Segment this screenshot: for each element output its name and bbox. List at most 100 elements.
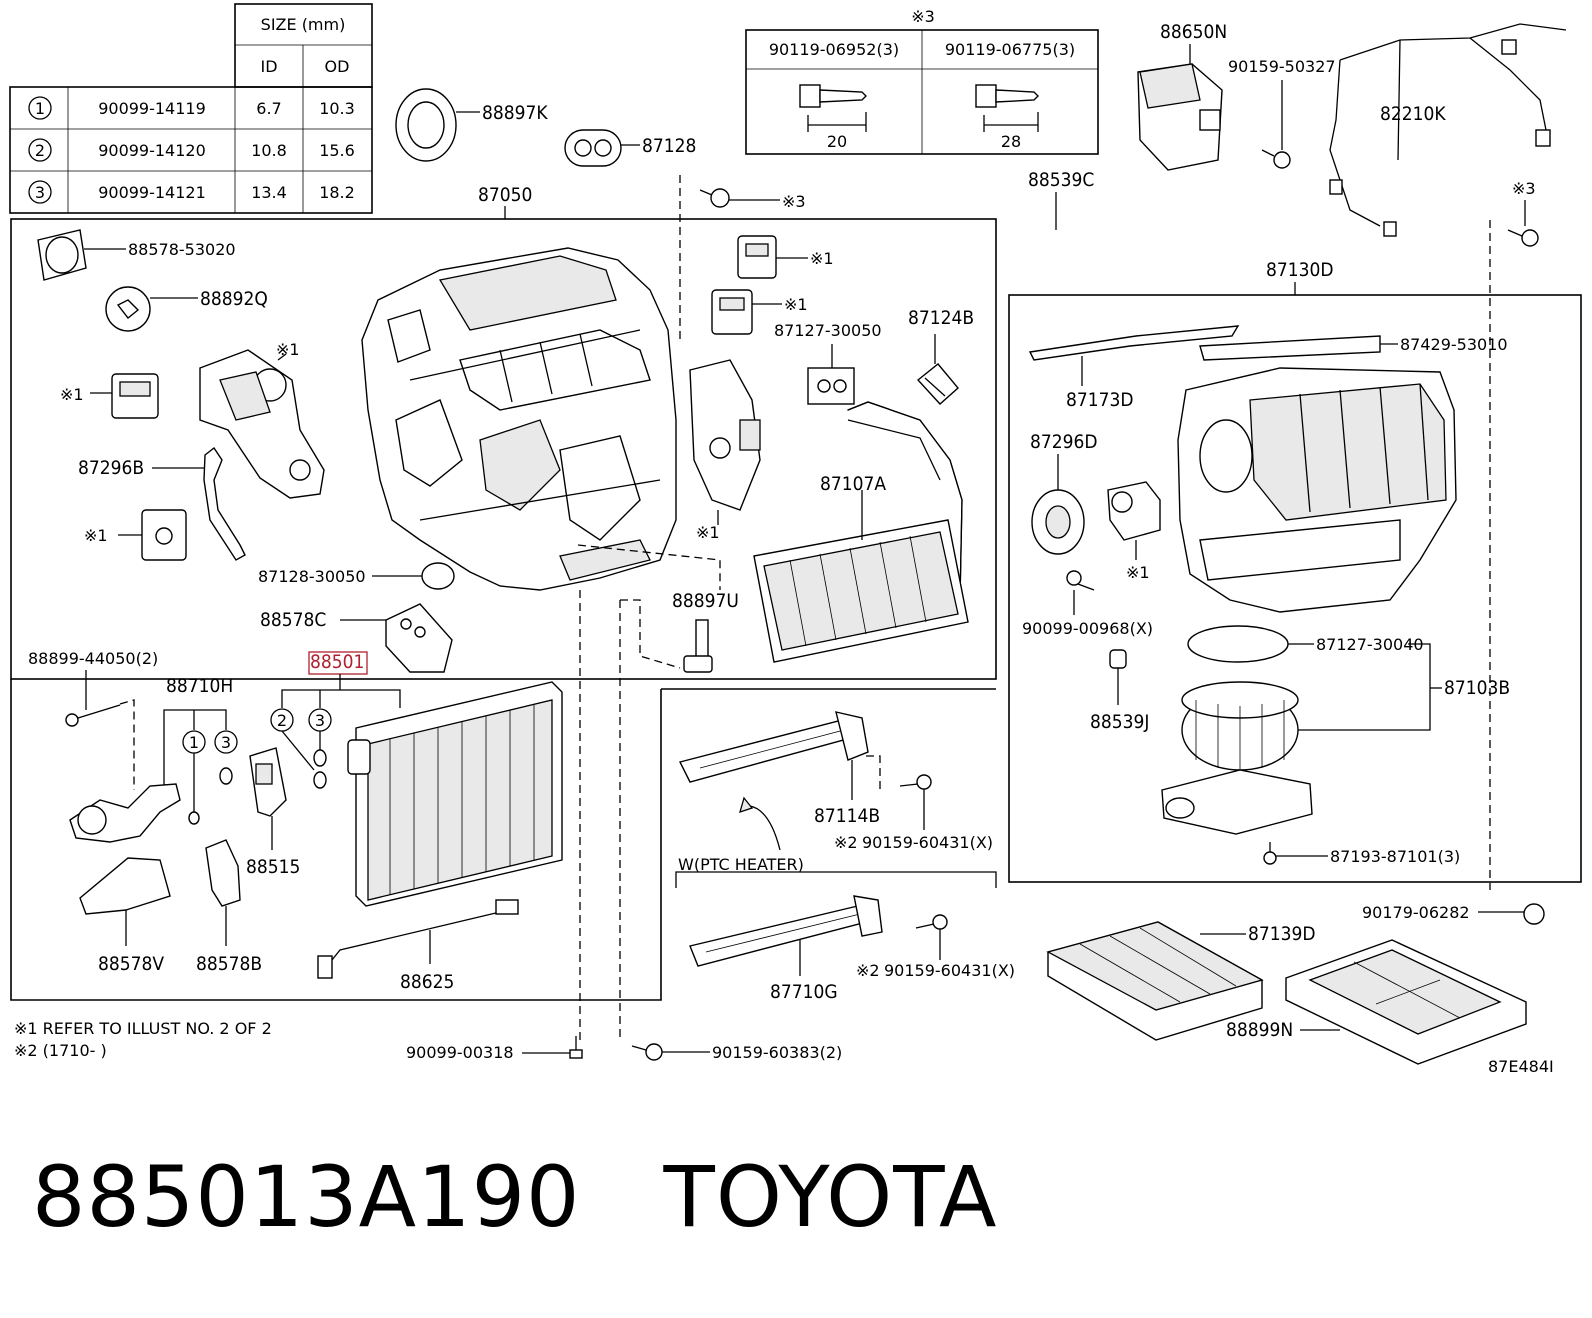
label-82210K: 82210K: [1380, 103, 1446, 125]
screw: [1261, 149, 1291, 169]
bolt-head: [799, 84, 821, 108]
label-87127-30050: 87127-30050: [774, 321, 882, 340]
cap-87128-30050: [372, 562, 455, 590]
label-ref1-d: ※1: [810, 249, 834, 268]
label-ref3-top: ※3: [782, 192, 806, 211]
label-88578-53020: 88578-53020: [128, 240, 236, 259]
size-table: SIZE (mm) ID OD 1 2 3 90099-14119 90099-…: [9, 3, 373, 214]
label-90159-60383: 90159-60383(2): [712, 1043, 842, 1062]
pipe-88710H: [69, 783, 181, 843]
label-ref2-a: ※2: [834, 833, 858, 852]
label-88539C: 88539C: [1028, 169, 1094, 191]
o-ring: [188, 811, 200, 825]
label-90179-06282: 90179-06282: [1362, 903, 1470, 922]
bolt-col1: 90119-06952(3): [769, 40, 899, 59]
pad-88578-53020: [37, 229, 126, 281]
heater-core-87107A: [753, 401, 969, 663]
label-88578C: 88578C: [260, 609, 326, 631]
blower-motor-87103B: [1161, 681, 1313, 835]
seal-87429-53010: [1199, 335, 1398, 361]
servo-motor-small: [118, 509, 187, 561]
wire-harness-82210K: [1329, 23, 1567, 237]
label-87296D: 87296D: [1030, 431, 1098, 453]
callout-3: 3: [221, 733, 231, 752]
label-88650N: 88650N: [1160, 21, 1227, 43]
screw: [65, 704, 121, 727]
size-row-no: 3: [35, 183, 45, 202]
label-88710H: 88710H: [166, 675, 233, 697]
callout-2: 2: [277, 711, 287, 730]
bolt-shank: [995, 89, 1039, 103]
size-row-id: 13.4: [251, 183, 287, 202]
label-88501[interactable]: 88501: [310, 651, 364, 673]
label-ref1-c: ※1: [84, 526, 108, 545]
size-row-od: 15.6: [319, 141, 355, 160]
label-88539J: 88539J: [1090, 711, 1149, 733]
bolt-table: ※3 90119-06952(3) 90119-06775(3) 20 28: [745, 7, 1099, 155]
label-87128: 87128: [642, 135, 696, 157]
ptc-bracket: [675, 871, 997, 888]
label-ref1-g: ※1: [1126, 563, 1150, 582]
label-87128-30050: 87128-30050: [258, 567, 366, 586]
size-row-part: 90099-14120: [98, 141, 206, 160]
servo-motor: [90, 373, 159, 419]
size-header: SIZE (mm): [261, 15, 346, 34]
screw: [522, 1036, 583, 1059]
label-ref1-e: ※1: [784, 295, 808, 314]
label-88899-44050: 88899-44050(2): [28, 649, 158, 668]
gasket-87127-30040: [1187, 625, 1289, 663]
label-87173D: 87173D: [1066, 389, 1134, 411]
servo-motor: [1107, 481, 1161, 560]
label-90159-50327: 90159-50327: [1228, 57, 1336, 76]
o-ring: [313, 749, 327, 767]
size-row-id: 10.8: [251, 141, 287, 160]
label-88515: 88515: [246, 856, 300, 878]
pad-88578B: [205, 839, 241, 946]
label-ref1-f: ※1: [696, 523, 720, 542]
label-87130D: 87130D: [1266, 259, 1334, 281]
size-row-part: 90099-14119: [98, 99, 206, 118]
thermistor-88625: [317, 899, 519, 979]
screw: [1066, 570, 1095, 615]
box-88501-section: [10, 679, 662, 1001]
label-87114B: 87114B: [814, 805, 880, 827]
bolt-len2: 28: [1001, 132, 1021, 151]
label-87710G: 87710G: [770, 981, 838, 1003]
screw: [899, 774, 932, 830]
grommet-87128: [564, 129, 640, 167]
cap-88539J: [1109, 649, 1127, 705]
servo-motor: [711, 289, 782, 335]
blower-case-87130D: [1177, 367, 1457, 613]
label-88578B: 88578B: [196, 953, 262, 975]
screw: [1507, 229, 1539, 247]
bolt-col2: 90119-06775(3): [945, 40, 1075, 59]
label-87127-30040: 87127-30040: [1316, 635, 1424, 654]
clip-87124B: [916, 334, 959, 405]
amplifier-88650N: [1137, 63, 1223, 171]
label-90099-00318: 90099-00318: [406, 1043, 514, 1062]
note-ref2: ※2 (1710- ): [14, 1041, 107, 1060]
gear-87296D: [1031, 489, 1085, 555]
callout-1: 1: [189, 733, 199, 752]
bolt-head: [975, 84, 997, 108]
label-87050: 87050: [478, 184, 532, 206]
label-ref1-a: ※1: [60, 385, 84, 404]
bolt-len1: 20: [827, 132, 847, 151]
label-87139D: 87139D: [1248, 923, 1316, 945]
screw: [699, 188, 780, 208]
label-87296B: 87296B: [78, 457, 144, 479]
block-88515: [249, 747, 287, 850]
label-88892Q: 88892Q: [200, 288, 268, 310]
size-row-od: 18.2: [319, 183, 355, 202]
filter-87139D: [1046, 921, 1264, 1041]
seal-87127-30050: [807, 344, 855, 405]
size-row-no: 1: [35, 99, 45, 118]
cap-88892Q: [105, 286, 198, 332]
label-88625: 88625: [400, 971, 454, 993]
label-88578V: 88578V: [98, 953, 164, 975]
size-row-od: 10.3: [319, 99, 355, 118]
label-87124B: 87124B: [908, 307, 974, 329]
size-col-od: OD: [325, 57, 350, 76]
bolt-shank: [819, 89, 867, 103]
